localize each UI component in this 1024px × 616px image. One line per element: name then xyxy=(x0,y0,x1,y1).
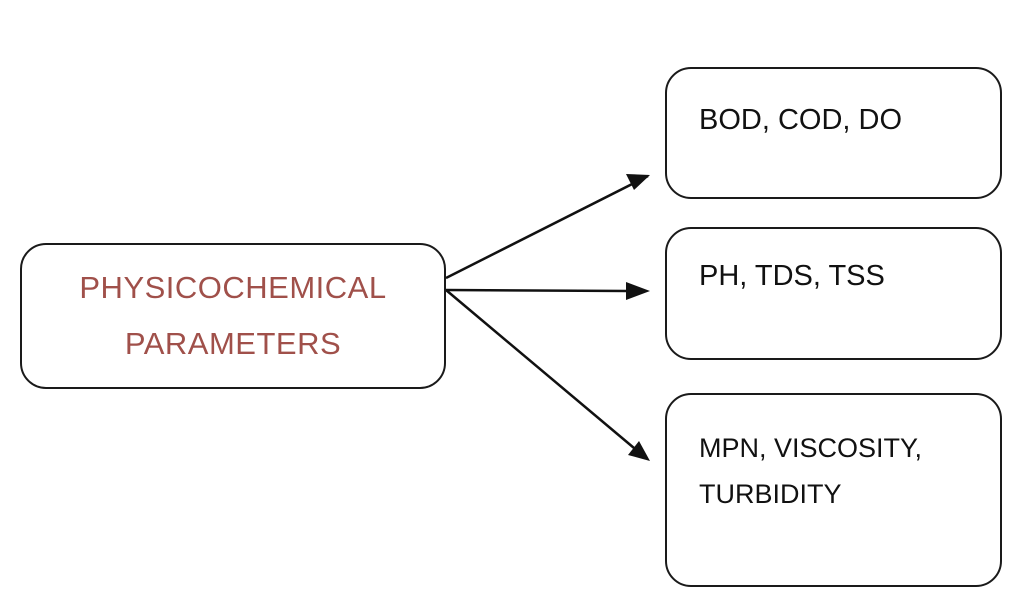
source-box: PHYSICOCHEMICAL PARAMETERS xyxy=(20,243,446,389)
arrow-to-bod-cod-do xyxy=(445,174,649,280)
arrowhead-1 xyxy=(626,174,650,190)
target-2-line-1: PH, TDS, TSS xyxy=(699,260,885,292)
target-text-2: PH, TDS, TSS xyxy=(699,253,980,299)
target-3-line-1: MPN, VISCOSITY, xyxy=(699,433,923,463)
source-line-1: PHYSICOCHEMICAL xyxy=(79,270,387,305)
arrow-to-ph-tds-tss xyxy=(445,288,629,293)
target-box-ph-tds-tss: PH, TDS, TSS xyxy=(665,227,1002,360)
arrow-to-mpn-viscosity-turbidity xyxy=(445,289,635,449)
target-3-line-2: TURBIDITY xyxy=(699,479,842,509)
target-text-3: MPN, VISCOSITY, TURBIDITY xyxy=(699,425,980,517)
target-box-mpn-viscosity-turbidity: MPN, VISCOSITY, TURBIDITY xyxy=(665,393,1002,587)
target-text-1: BOD, COD, DO xyxy=(699,97,980,143)
target-box-bod-cod-do: BOD, COD, DO xyxy=(665,67,1002,199)
arrowhead-3 xyxy=(628,441,650,461)
target-1-line-1: BOD, COD, DO xyxy=(699,104,903,136)
arrowhead-2 xyxy=(626,282,650,300)
source-line-2: PARAMETERS xyxy=(124,326,342,361)
